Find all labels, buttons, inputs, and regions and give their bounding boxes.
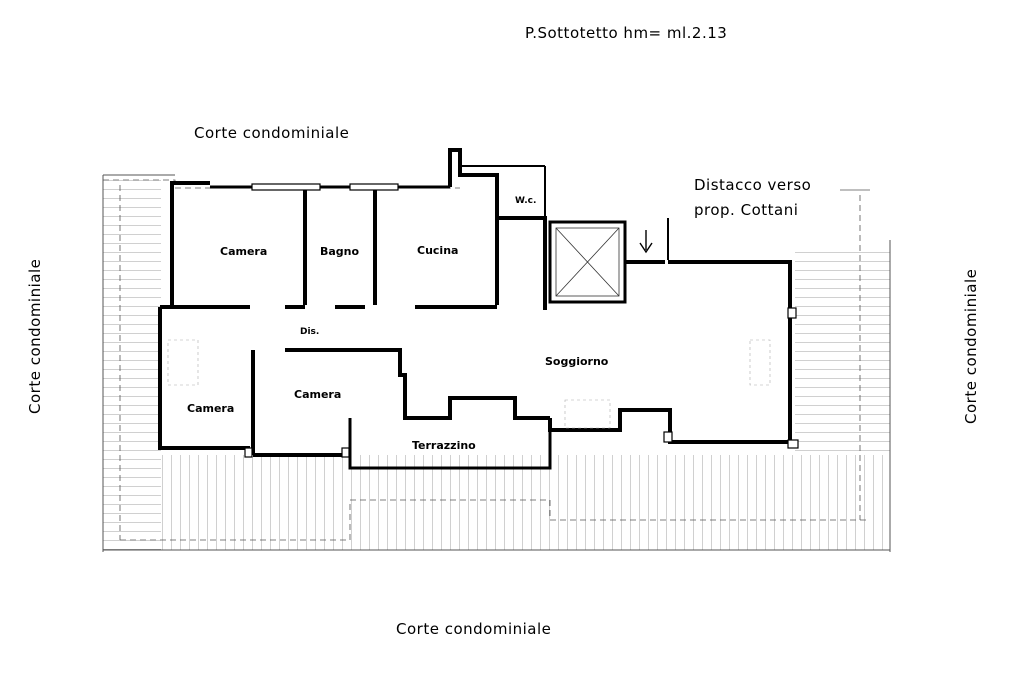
plan-title: P.Sottotetto hm= ml.2.13 (525, 24, 728, 42)
room-label-camera-1: Camera (220, 245, 268, 258)
court-label-right: Corte condominiale (962, 268, 980, 424)
window-marks (251, 183, 399, 191)
room-label-wc: W.c. (515, 196, 537, 206)
distacco-line-2: prop. Cottani (694, 201, 799, 219)
room-label-terrazzino: Terrazzino (412, 439, 476, 452)
roof-hatch-right (795, 189, 891, 552)
down-arrow-icon (639, 230, 653, 254)
interior-dashed (167, 339, 771, 429)
room-label-camera-3: Camera (187, 402, 235, 415)
stairwell-symbol (555, 227, 620, 297)
court-label-bottom: Corte condominiale (396, 620, 552, 638)
room-label-dis: Dis. (300, 327, 320, 337)
column-markers (244, 307, 799, 458)
distacco-line-1: Distacco verso (694, 176, 812, 194)
walls (158, 148, 792, 470)
room-label-cucina: Cucina (417, 244, 459, 257)
court-label-top: Corte condominiale (194, 124, 350, 142)
room-label-camera-2: Camera (294, 388, 342, 401)
room-label-soggiorno: Soggiorno (545, 355, 609, 368)
roof-hatch-left (102, 175, 161, 552)
roof-hatch-bottom (103, 455, 890, 551)
court-label-left: Corte condominiale (26, 258, 44, 414)
room-label-bagno: Bagno (320, 245, 360, 258)
